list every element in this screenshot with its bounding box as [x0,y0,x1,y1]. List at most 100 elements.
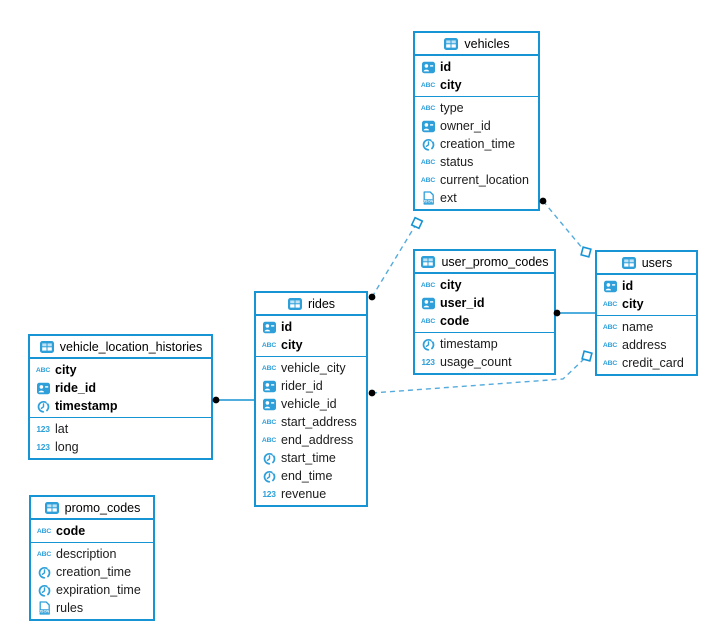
field-row-expiration_time[interactable]: expiration_time [31,581,153,599]
table-user_promo_codes[interactable]: user_promo_codes ABC city user_id ABC co… [413,249,556,375]
primary-key-section: ABC code [31,520,153,543]
field-row-timestamp[interactable]: timestamp [415,335,554,353]
table-header-rides[interactable]: rides [256,293,366,316]
field-row-rider_id[interactable]: rider_id [256,377,366,395]
field-row-timestamp[interactable]: timestamp [30,397,211,415]
field-row-creation_time[interactable]: creation_time [415,135,538,153]
field-row-code[interactable]: ABC code [31,522,153,540]
field-row-start_address[interactable]: ABC start_address [256,413,366,431]
columns-section: 123 lat 123 long [30,418,211,458]
abc-text-icon: ABC [35,366,51,374]
field-label: city [55,363,77,377]
field-label: long [55,440,79,454]
field-label: address [622,338,667,352]
number-123-icon: 123 [421,357,435,367]
field-row-vehicle_city[interactable]: ABC vehicle_city [256,359,366,377]
table-icon [420,255,436,268]
field-label: type [440,101,464,115]
field-row-name[interactable]: ABC name [597,318,696,336]
field-row-current_location[interactable]: ABC current_location [415,171,538,189]
columns-section: ABC vehicle_city rider_id vehicle_id ABC… [256,357,366,505]
table-name: vehicle_location_histories [59,339,203,354]
abc-text-icon: ABC [420,104,436,112]
table-icon [44,501,60,514]
columns-section: timestamp 123 usage_count [415,333,554,373]
field-row-id[interactable]: id [415,58,538,76]
json-document-icon: JSON [36,601,52,615]
field-row-description[interactable]: ABC description [31,545,153,563]
table-header-users[interactable]: users [597,252,696,275]
table-vehicles[interactable]: vehicles id ABC city ABC type [413,31,540,211]
table-vehicle_location_histories[interactable]: vehicle_location_histories ABC city ride… [28,334,213,460]
field-row-user_id[interactable]: user_id [415,294,554,312]
table-header-vehicle_location_histories[interactable]: vehicle_location_histories [30,336,211,359]
field-row-credit_card[interactable]: ABC credit_card [597,354,696,372]
table-rides[interactable]: rides id ABC city ABC vehicle_city [254,291,368,507]
field-row-address[interactable]: ABC address [597,336,696,354]
abc-text-icon: ABC [420,176,436,184]
field-row-city[interactable]: ABC city [256,336,366,354]
clock-icon [420,138,436,151]
clock-icon [35,400,51,413]
field-row-revenue[interactable]: 123 revenue [256,485,366,503]
field-row-city[interactable]: ABC city [30,361,211,379]
field-row-end_address[interactable]: ABC end_address [256,431,366,449]
field-row-id[interactable]: id [597,277,696,295]
field-row-status[interactable]: ABC status [415,153,538,171]
field-row-city[interactable]: ABC city [415,276,554,294]
clock-icon [420,338,436,351]
field-row-long[interactable]: 123 long [30,438,211,456]
table-users[interactable]: users id ABC city ABC name ABC address A… [595,250,698,376]
table-name: promo_codes [64,500,141,515]
field-label: start_address [281,415,357,429]
abc-text-icon: ABC [420,281,436,289]
field-label: current_location [440,173,529,187]
field-row-start_time[interactable]: start_time [256,449,366,467]
field-row-end_time[interactable]: end_time [256,467,366,485]
field-label: creation_time [440,137,516,151]
clock-icon [261,452,277,465]
id-card-icon [602,280,618,293]
abc-text-icon: ABC [420,158,436,166]
table-header-promo_codes[interactable]: promo_codes [31,497,153,520]
field-label: id [440,60,452,74]
field-row-id[interactable]: id [256,318,366,336]
clock-icon [261,470,277,483]
abc-text-icon: ABC [261,364,277,372]
field-row-ext[interactable]: JSON ext [415,189,538,207]
columns-section: ABC type owner_id creation_time ABC stat… [415,97,538,209]
field-row-owner_id[interactable]: owner_id [415,117,538,135]
field-label: id [622,279,634,293]
field-row-lat[interactable]: 123 lat [30,420,211,438]
field-label: credit_card [622,356,684,370]
number-123-icon: 123 [36,442,50,452]
field-label: id [281,320,293,334]
table-name: rides [307,296,336,311]
field-label: timestamp [55,399,118,413]
abc-text-icon: ABC [261,418,277,426]
field-label: owner_id [440,119,491,133]
field-row-city[interactable]: ABC city [597,295,696,313]
primary-key-section: id ABC city [597,275,696,316]
field-label: ride_id [55,381,96,395]
field-label: revenue [281,487,327,501]
table-header-user_promo_codes[interactable]: user_promo_codes [415,251,554,274]
number-123-icon: 123 [262,489,276,499]
field-row-code[interactable]: ABC code [415,312,554,330]
table-header-vehicles[interactable]: vehicles [415,33,538,56]
field-row-vehicle_id[interactable]: vehicle_id [256,395,366,413]
table-promo_codes[interactable]: promo_codes ABC code ABC description cre… [29,495,155,621]
field-label: code [56,524,86,538]
field-label: lat [55,422,69,436]
id-card-icon [420,120,436,133]
field-label: ext [440,191,457,205]
svg-text:JSON: JSON [422,200,433,204]
field-row-creation_time[interactable]: creation_time [31,563,153,581]
field-row-city[interactable]: ABC city [415,76,538,94]
field-row-type[interactable]: ABC type [415,99,538,117]
field-row-ride_id[interactable]: ride_id [30,379,211,397]
field-row-usage_count[interactable]: 123 usage_count [415,353,554,371]
field-row-rules[interactable]: JSON rules [31,599,153,617]
clock-icon [36,566,52,579]
